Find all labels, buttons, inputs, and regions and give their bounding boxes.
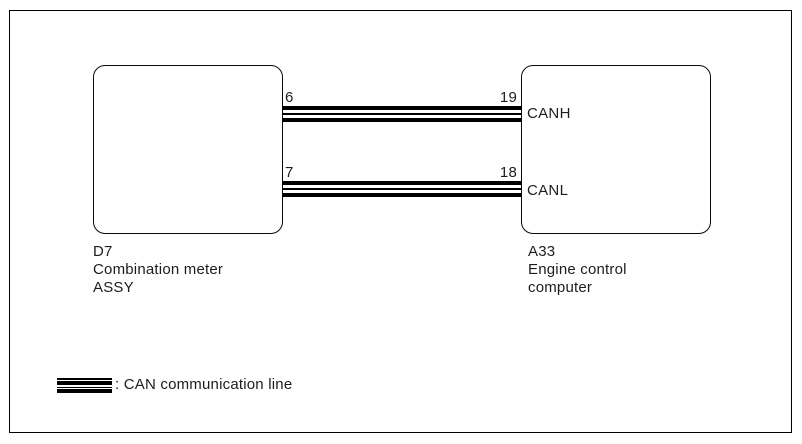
legend: : CAN communication line: [57, 377, 292, 393]
can-line-icon-bar: [57, 380, 112, 385]
signal-label-canl: CANL: [527, 182, 569, 199]
component-name-line: Combination meter: [93, 261, 224, 278]
canl-line-bottom-bar: [282, 193, 522, 197]
canl-line: [282, 181, 522, 197]
component-code: D7: [93, 243, 113, 260]
pin-label-7: 7: [285, 164, 294, 181]
component-caption-combination-meter: D7 Combination meter ASSY: [93, 243, 223, 297]
canh-line-middle-bar: [282, 113, 522, 115]
component-box-engine-control-computer: [521, 65, 711, 234]
component-name-line: computer: [528, 279, 593, 296]
component-box-combination-meter: [93, 65, 283, 234]
canh-line: [282, 106, 522, 122]
pin-label-19: 19: [499, 89, 517, 106]
canh-line-bottom-bar: [282, 118, 522, 122]
signal-label-canh: CANH: [527, 105, 571, 122]
canl-line-top-bar: [282, 181, 522, 185]
pin-label-6: 6: [285, 89, 294, 106]
canh-line-top-bar: [282, 106, 522, 110]
component-name-line: Engine control: [528, 261, 627, 278]
canl-line-middle-bar: [282, 188, 522, 190]
pin-label-18: 18: [499, 164, 517, 181]
component-caption-engine-control-computer: A33 Engine control computer: [528, 243, 627, 297]
component-name-line: ASSY: [93, 279, 134, 296]
can-line-icon: [57, 377, 112, 393]
component-code: A33: [528, 243, 556, 260]
can-line-icon-bar: [57, 377, 112, 380]
legend-label: : CAN communication line: [115, 376, 293, 393]
can-line-icon-bar: [57, 388, 112, 393]
can-line-icon-bar: [57, 386, 112, 388]
